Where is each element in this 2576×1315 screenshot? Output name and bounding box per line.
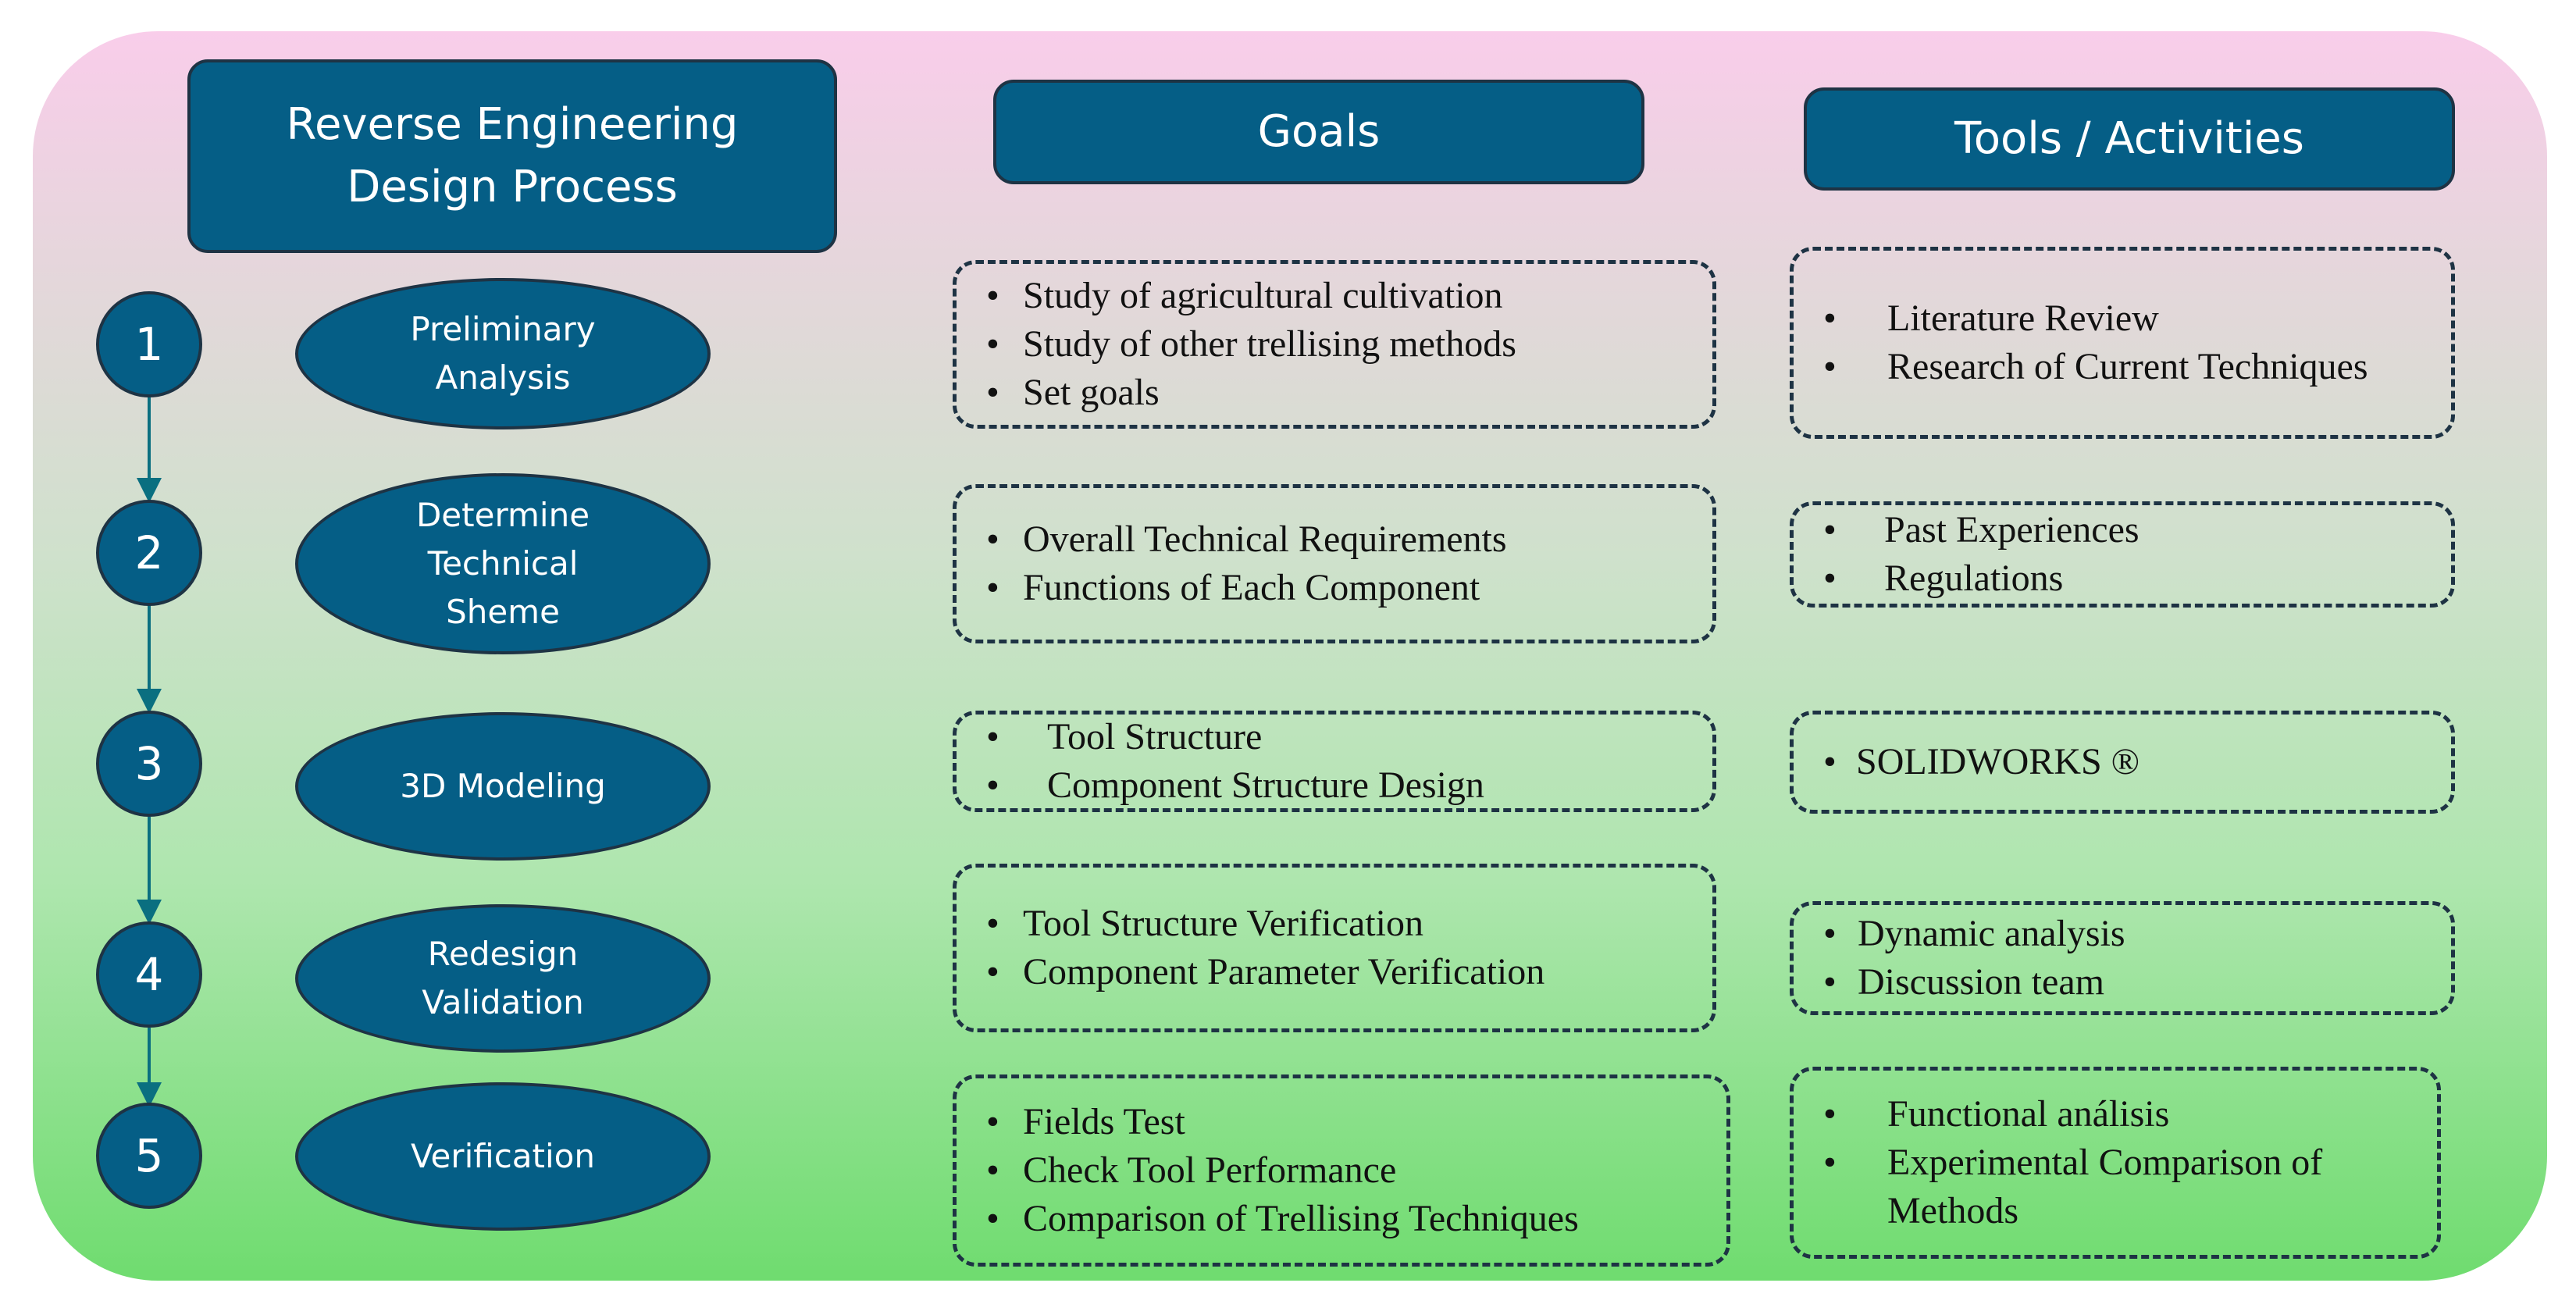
tool-item: Past Experiences — [1794, 506, 2451, 554]
step-number-5: 5 — [96, 1103, 202, 1209]
goal-item: Component Parameter Verification — [957, 948, 1712, 996]
tool-item: Experimental Comparison of Methods — [1794, 1139, 2437, 1235]
step-5-ellipse: Verification — [295, 1082, 711, 1231]
step-4-name: Redesign Validation — [422, 935, 584, 1021]
header-process: Reverse Engineering Design Process — [187, 59, 837, 253]
step-3-ellipse: 3D Modeling — [295, 712, 711, 861]
goals-box-3: Tool Structure Component Structure Desig… — [953, 711, 1716, 812]
tools-box-5: Functional análisis Experimental Compari… — [1790, 1067, 2441, 1259]
step-2-ellipse: Determine Technical Sheme — [295, 473, 711, 654]
tools-box-1: Literature Review Research of Current Te… — [1790, 247, 2455, 439]
step-number-4: 4 — [96, 921, 202, 1028]
step-number-2-label: 2 — [134, 526, 164, 579]
tool-item: Discussion team — [1794, 958, 2451, 1007]
tools-box-3: SOLIDWORKS ® — [1790, 711, 2455, 814]
header-tools-label: Tools / Activities — [1954, 113, 2304, 164]
step-number-5-label: 5 — [134, 1129, 164, 1182]
header-process-label: Reverse Engineering Design Process — [286, 99, 739, 212]
step-number-3: 3 — [96, 711, 202, 817]
step-number-2: 2 — [96, 500, 202, 606]
goal-item: Study of agricultural cultivation — [957, 272, 1712, 320]
goal-item: Tool Structure — [957, 713, 1712, 761]
goal-item: Study of other trellising methods — [957, 320, 1712, 369]
header-tools: Tools / Activities — [1804, 87, 2455, 191]
tools-box-2: Past Experiences Regulations — [1790, 501, 2455, 608]
tool-item: Functional análisis — [1794, 1090, 2437, 1139]
goal-item: Functions of Each Component — [957, 564, 1712, 612]
tool-item: Literature Review — [1794, 294, 2451, 343]
step-1-ellipse: Preliminary Analysis — [295, 278, 711, 429]
goals-box-5: Fields Test Check Tool Performance Compa… — [953, 1074, 1730, 1267]
goal-item: Tool Structure Verification — [957, 900, 1712, 948]
header-goals-label: Goals — [1257, 106, 1381, 157]
step-1-name: Preliminary Analysis — [410, 310, 596, 397]
goal-item: Fields Test — [957, 1098, 1726, 1146]
step-number-1-label: 1 — [134, 318, 164, 371]
step-4-ellipse: Redesign Validation — [295, 904, 711, 1053]
goal-item: Overall Technical Requirements — [957, 515, 1712, 564]
tool-item: Regulations — [1794, 554, 2451, 603]
step-number-3-label: 3 — [134, 737, 164, 790]
goal-item: Component Structure Design — [957, 761, 1712, 810]
header-goals: Goals — [993, 80, 1644, 184]
step-3-name: 3D Modeling — [400, 767, 606, 805]
goal-item: Set goals — [957, 369, 1712, 417]
goals-box-4: Tool Structure Verification Component Pa… — [953, 864, 1716, 1032]
tool-item: Dynamic analysis — [1794, 910, 2451, 958]
step-2-name: Determine Technical Sheme — [415, 496, 590, 631]
tools-box-4: Dynamic analysis Discussion team — [1790, 901, 2455, 1015]
step-number-1: 1 — [96, 291, 202, 397]
tool-item: SOLIDWORKS ® — [1794, 738, 2451, 786]
step-number-4-label: 4 — [134, 948, 164, 1001]
goals-box-1: Study of agricultural cultivation Study … — [953, 260, 1716, 429]
goal-item: Check Tool Performance — [957, 1146, 1726, 1195]
step-5-name: Verification — [411, 1137, 595, 1175]
tool-item: Research of Current Techniques — [1794, 343, 2451, 391]
goals-box-2: Overall Technical Requirements Functions… — [953, 484, 1716, 643]
goal-item: Comparison of Trellising Techniques — [957, 1195, 1726, 1243]
